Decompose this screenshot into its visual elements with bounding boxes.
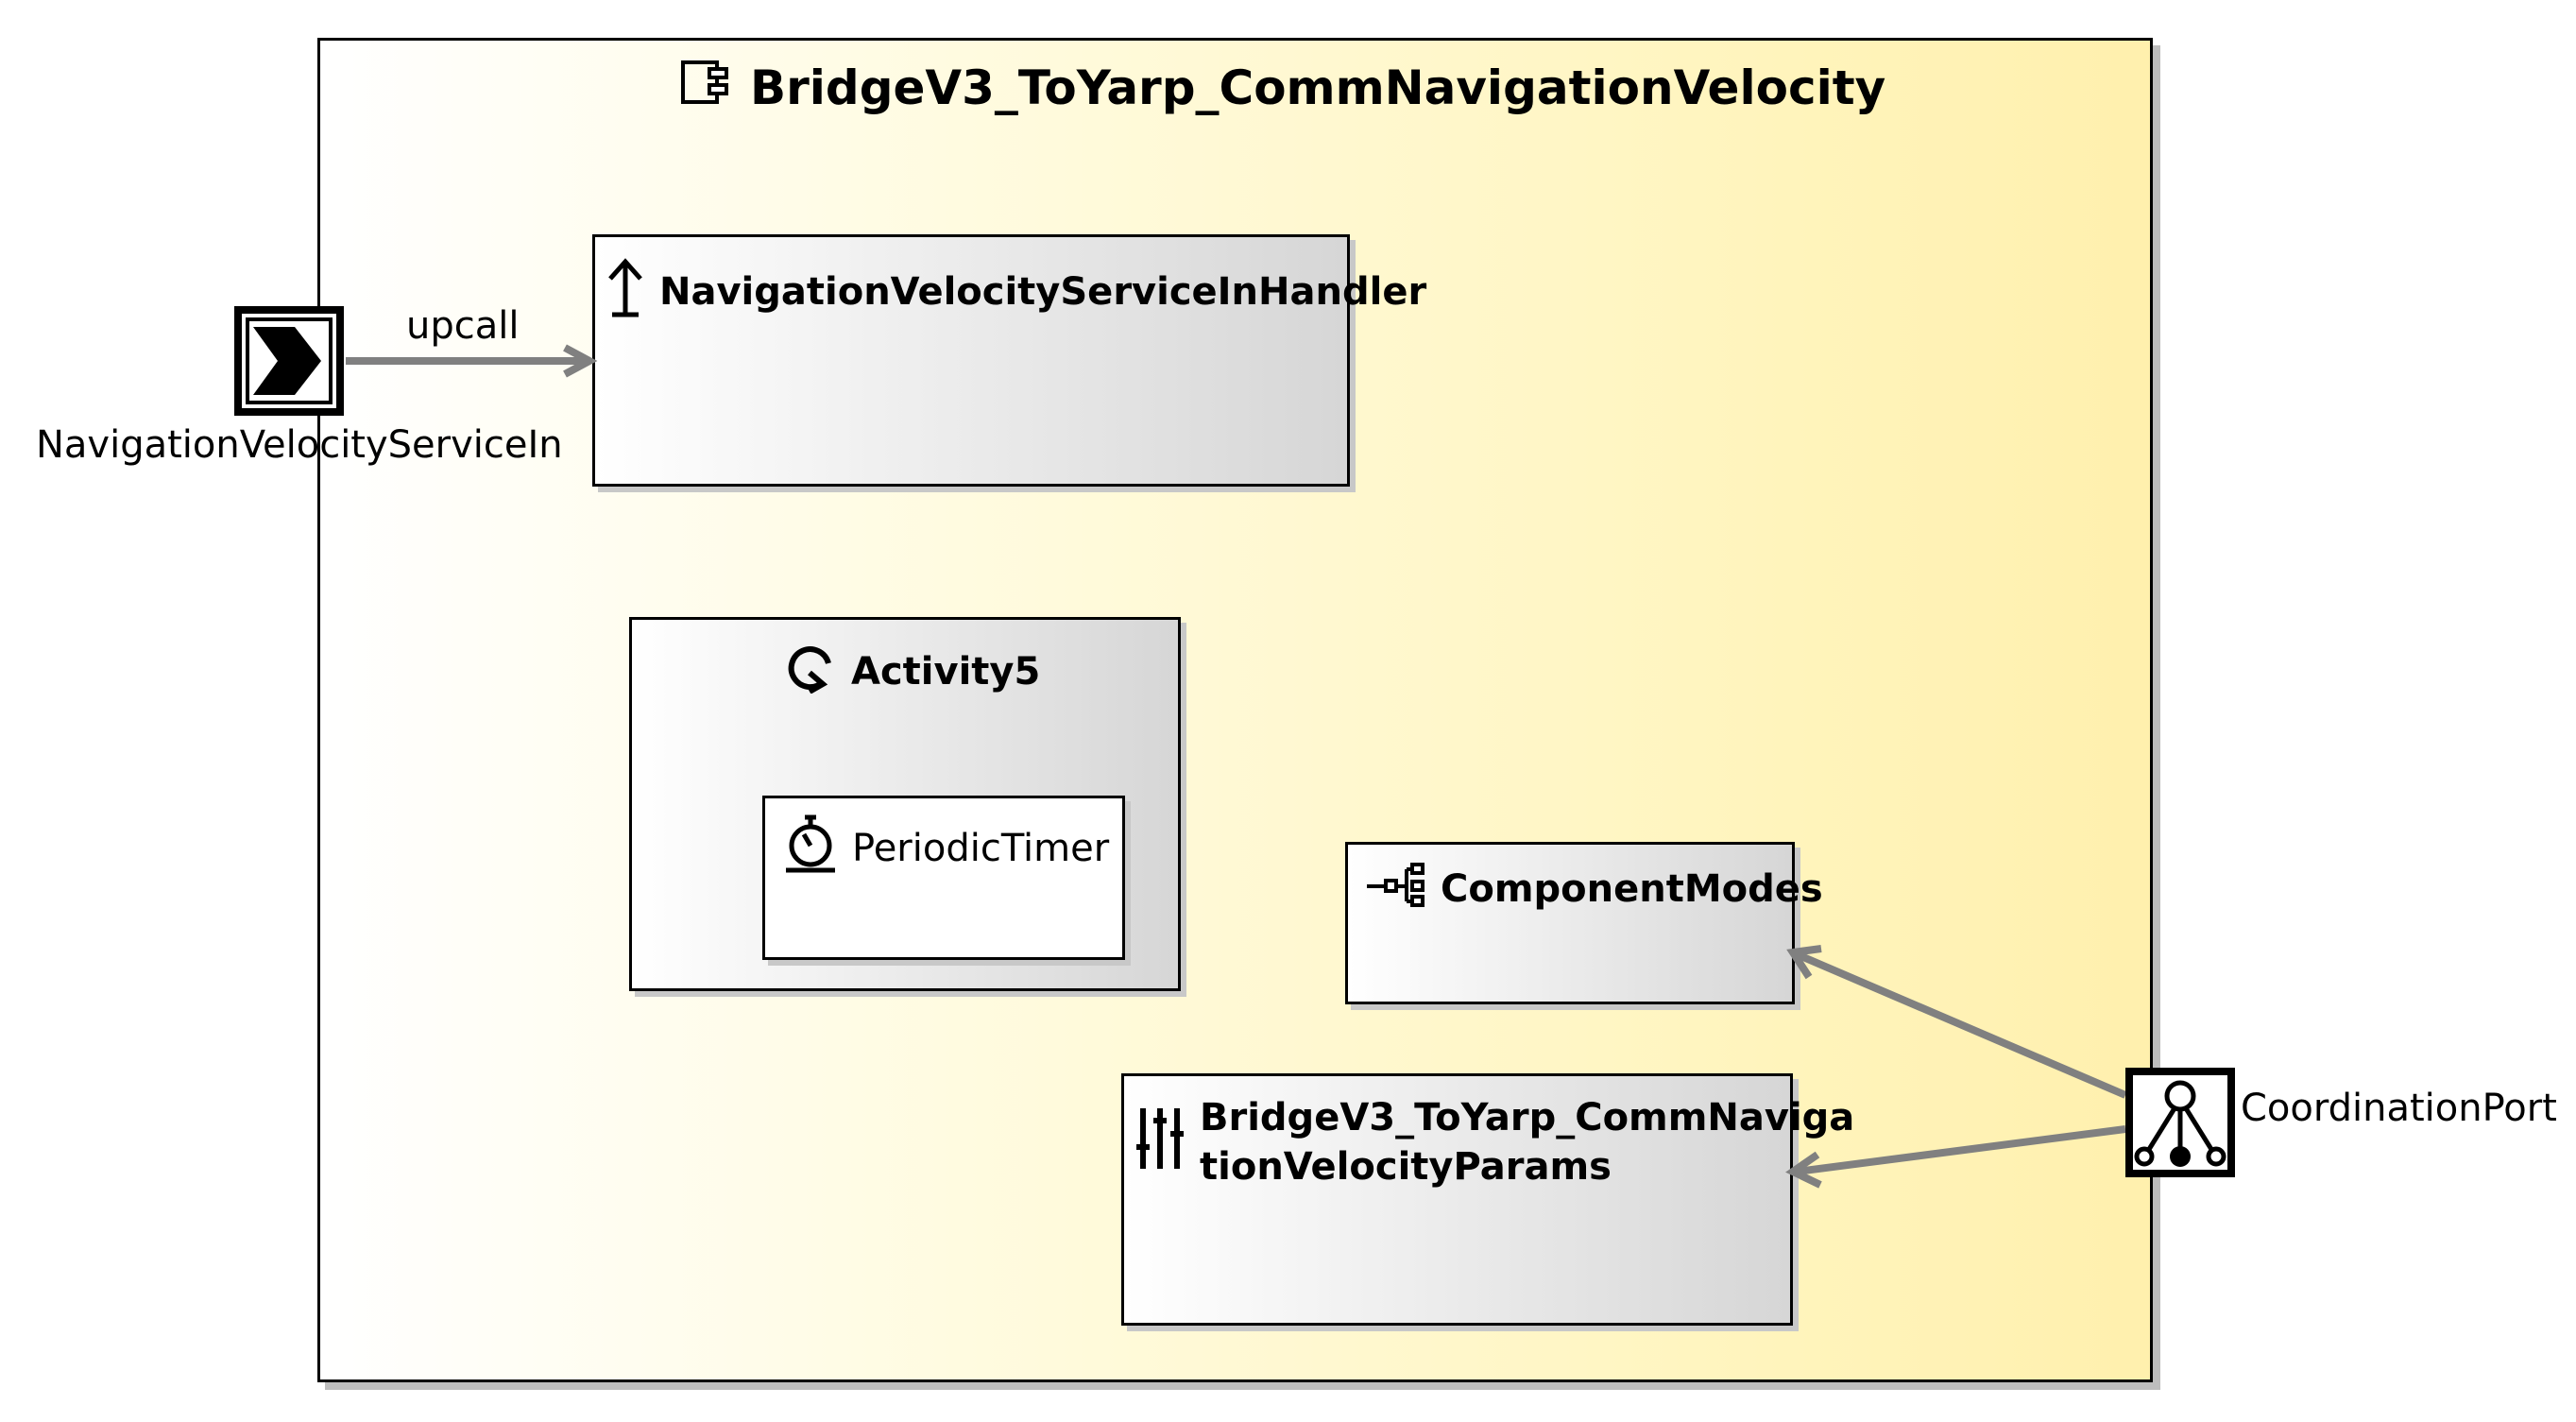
activity-cycle-icon bbox=[785, 641, 838, 703]
upcall-label: upcall bbox=[406, 304, 520, 348]
timer-name: PeriodicTimer bbox=[852, 827, 1110, 870]
stopwatch-icon bbox=[782, 814, 839, 883]
handler-name: NavigationVelocityServiceInHandler bbox=[659, 270, 1427, 314]
coordination-to-modes-connector[interactable] bbox=[1786, 945, 2127, 1099]
service-in-port-label: NavigationVelocityServiceIn bbox=[36, 423, 563, 467]
coordination-port-icon[interactable] bbox=[2125, 1068, 2235, 1177]
params-name-line1: BridgeV3_ToYarp_CommNaviga bbox=[1200, 1096, 1855, 1139]
coordination-to-params-connector[interactable] bbox=[1785, 1125, 2126, 1189]
coordination-port-label: CoordinationPort bbox=[2241, 1087, 2557, 1130]
upcall-handler-icon bbox=[605, 256, 646, 328]
periodic-timer-box[interactable]: PeriodicTimer bbox=[762, 796, 1125, 960]
component-name: BridgeV3_ToYarp_CommNavigationVelocity bbox=[750, 60, 1886, 115]
component-title: BridgeV3_ToYarp_CommNavigationVelocity bbox=[680, 55, 1885, 121]
component-icon bbox=[680, 60, 733, 116]
sliders-icon bbox=[1134, 1105, 1186, 1180]
activity-name: Activity5 bbox=[851, 650, 1041, 694]
modes-name: ComponentModes bbox=[1441, 867, 1823, 911]
service-handler-box[interactable]: NavigationVelocityServiceInHandler bbox=[592, 234, 1426, 487]
mode-tree-icon bbox=[1365, 862, 1427, 917]
parameters-box[interactable]: BridgeV3_ToYarp_CommNaviga tionVelocityP… bbox=[1121, 1073, 1854, 1326]
upcall-connector[interactable] bbox=[346, 344, 598, 378]
params-name-line2: tionVelocityParams bbox=[1200, 1145, 1612, 1189]
component-modes-box[interactable]: ComponentModes bbox=[1345, 842, 1823, 1004]
input-port-icon[interactable] bbox=[234, 306, 344, 416]
